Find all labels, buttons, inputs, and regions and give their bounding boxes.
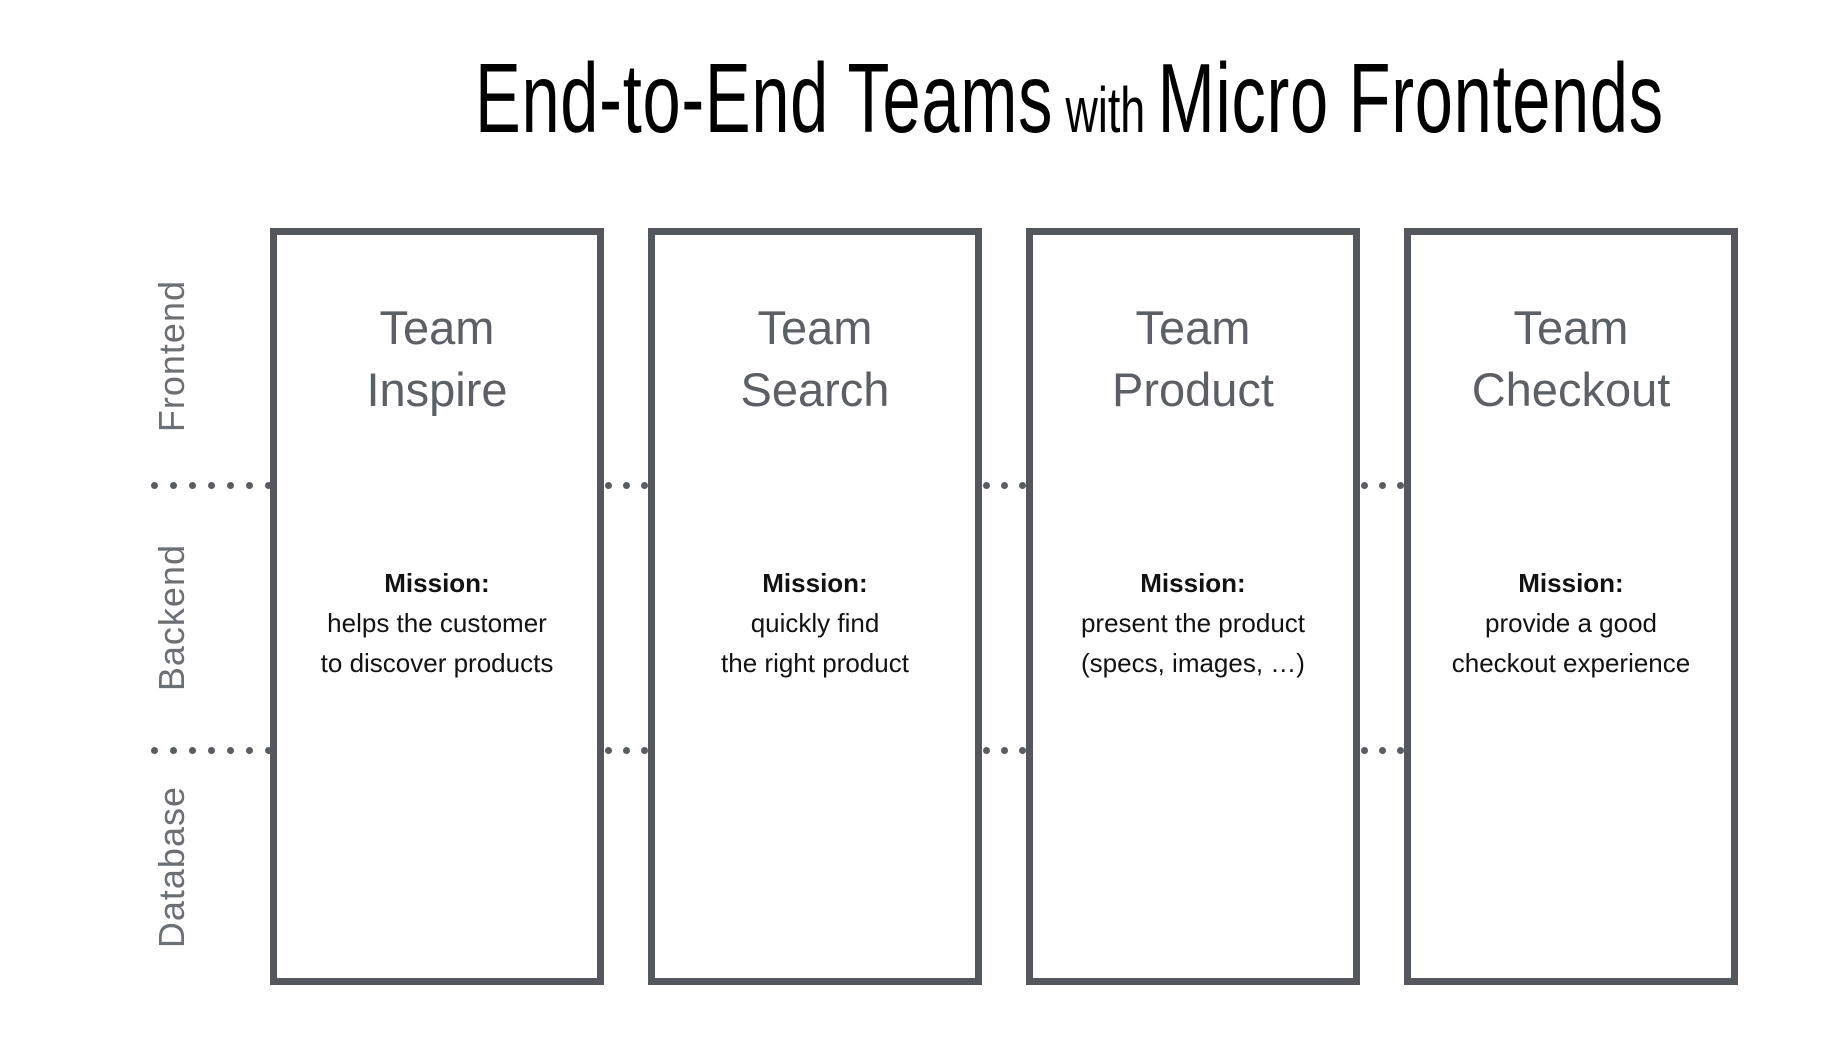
dot-icon bbox=[207, 747, 215, 754]
layer-label-frontend: Frontend bbox=[144, 228, 200, 485]
mission-line: checkout experience bbox=[1451, 648, 1691, 678]
dot-icon bbox=[1018, 747, 1026, 754]
dot-icon bbox=[169, 747, 177, 754]
dot-icon bbox=[188, 747, 196, 754]
page-title: End-to-End Teams with Micro Frontends bbox=[475, 42, 1663, 155]
dot-icon bbox=[207, 482, 215, 489]
dot-icon bbox=[150, 747, 158, 754]
team-name-product: Team Product bbox=[1033, 297, 1353, 421]
dotted-separator-frontend-backend-gap2 bbox=[982, 482, 1026, 489]
team-name-line1: Team bbox=[379, 301, 495, 354]
title-part-2: Micro Frontends bbox=[1157, 43, 1664, 153]
title-connector: with bbox=[1053, 74, 1158, 146]
dot-icon bbox=[604, 747, 612, 754]
mission-inspire: Mission: helps the customer to discover … bbox=[277, 563, 597, 683]
dot-icon bbox=[264, 482, 272, 489]
dot-icon bbox=[245, 482, 253, 489]
team-box-checkout: Team Checkout Mission: provide a good ch… bbox=[1404, 228, 1738, 985]
layer-label-database: Database bbox=[144, 750, 200, 985]
mission-line: the right product bbox=[721, 648, 909, 678]
dot-icon bbox=[1018, 482, 1026, 489]
team-name-inspire: Team Inspire bbox=[277, 297, 597, 421]
dot-icon bbox=[245, 747, 253, 754]
mission-line: provide a good bbox=[1484, 608, 1658, 638]
dot-icon bbox=[622, 482, 630, 489]
dot-icon bbox=[150, 482, 158, 489]
layer-label-backend-text: Backend bbox=[151, 543, 192, 692]
mission-product: Mission: present the product (specs, ima… bbox=[1033, 563, 1353, 683]
mission-line: to discover products bbox=[320, 648, 554, 678]
mission-checkout: Mission: provide a good checkout experie… bbox=[1411, 563, 1731, 683]
layer-label-frontend-text: Frontend bbox=[151, 280, 192, 433]
dot-icon bbox=[982, 482, 990, 489]
dotted-separator-backend-database-left bbox=[150, 747, 272, 754]
mission-line: helps the customer bbox=[327, 608, 547, 638]
dot-icon bbox=[1378, 747, 1386, 754]
dot-icon bbox=[1378, 482, 1386, 489]
dot-icon bbox=[1396, 482, 1404, 489]
dot-icon bbox=[982, 747, 990, 754]
title-part-1: End-to-End Teams bbox=[475, 43, 1054, 153]
dot-icon bbox=[226, 482, 234, 489]
dot-icon bbox=[226, 747, 234, 754]
dot-icon bbox=[1396, 747, 1404, 754]
dot-icon bbox=[1360, 482, 1368, 489]
title-connector-text: with bbox=[1065, 74, 1146, 146]
layer-label-backend: Backend bbox=[144, 485, 200, 750]
dotted-separator-frontend-backend-gap3 bbox=[1360, 482, 1404, 489]
team-box-search: Team Search Mission: quickly find the ri… bbox=[648, 228, 982, 985]
dotted-separator-backend-database-gap3 bbox=[1360, 747, 1404, 754]
team-name-line2: Checkout bbox=[1471, 363, 1671, 416]
mission-label: Mission: bbox=[1518, 568, 1624, 598]
dot-icon bbox=[188, 482, 196, 489]
dotted-separator-backend-database-gap2 bbox=[982, 747, 1026, 754]
dot-icon bbox=[640, 482, 648, 489]
dot-icon bbox=[1360, 747, 1368, 754]
dot-icon bbox=[1000, 747, 1008, 754]
layer-label-database-text: Database bbox=[151, 786, 192, 949]
mission-label: Mission: bbox=[762, 568, 868, 598]
dot-icon bbox=[640, 747, 648, 754]
mission-label: Mission: bbox=[384, 568, 490, 598]
dot-icon bbox=[1000, 482, 1008, 489]
mission-line: quickly find bbox=[750, 608, 880, 638]
dotted-separator-frontend-backend-left bbox=[150, 482, 272, 489]
team-box-inspire: Team Inspire Mission: helps the customer… bbox=[270, 228, 604, 985]
dot-icon bbox=[264, 747, 272, 754]
dot-icon bbox=[169, 482, 177, 489]
team-box-product: Team Product Mission: present the produc… bbox=[1026, 228, 1360, 985]
dotted-separator-backend-database-gap1 bbox=[604, 747, 648, 754]
team-name-line1: Team bbox=[1513, 301, 1629, 354]
mission-label: Mission: bbox=[1140, 568, 1246, 598]
mission-search: Mission: quickly find the right product bbox=[655, 563, 975, 683]
team-name-line2: Inspire bbox=[366, 363, 508, 416]
mission-line: (specs, images, …) bbox=[1081, 648, 1305, 678]
mission-line: present the product bbox=[1080, 608, 1306, 638]
team-name-line1: Team bbox=[1135, 301, 1251, 354]
dot-icon bbox=[604, 482, 612, 489]
team-name-line2: Search bbox=[740, 363, 890, 416]
team-name-search: Team Search bbox=[655, 297, 975, 421]
dot-icon bbox=[622, 747, 630, 754]
dotted-separator-frontend-backend-gap1 bbox=[604, 482, 648, 489]
team-name-line2: Product bbox=[1112, 363, 1274, 416]
team-name-checkout: Team Checkout bbox=[1411, 297, 1731, 421]
team-name-line1: Team bbox=[757, 301, 873, 354]
